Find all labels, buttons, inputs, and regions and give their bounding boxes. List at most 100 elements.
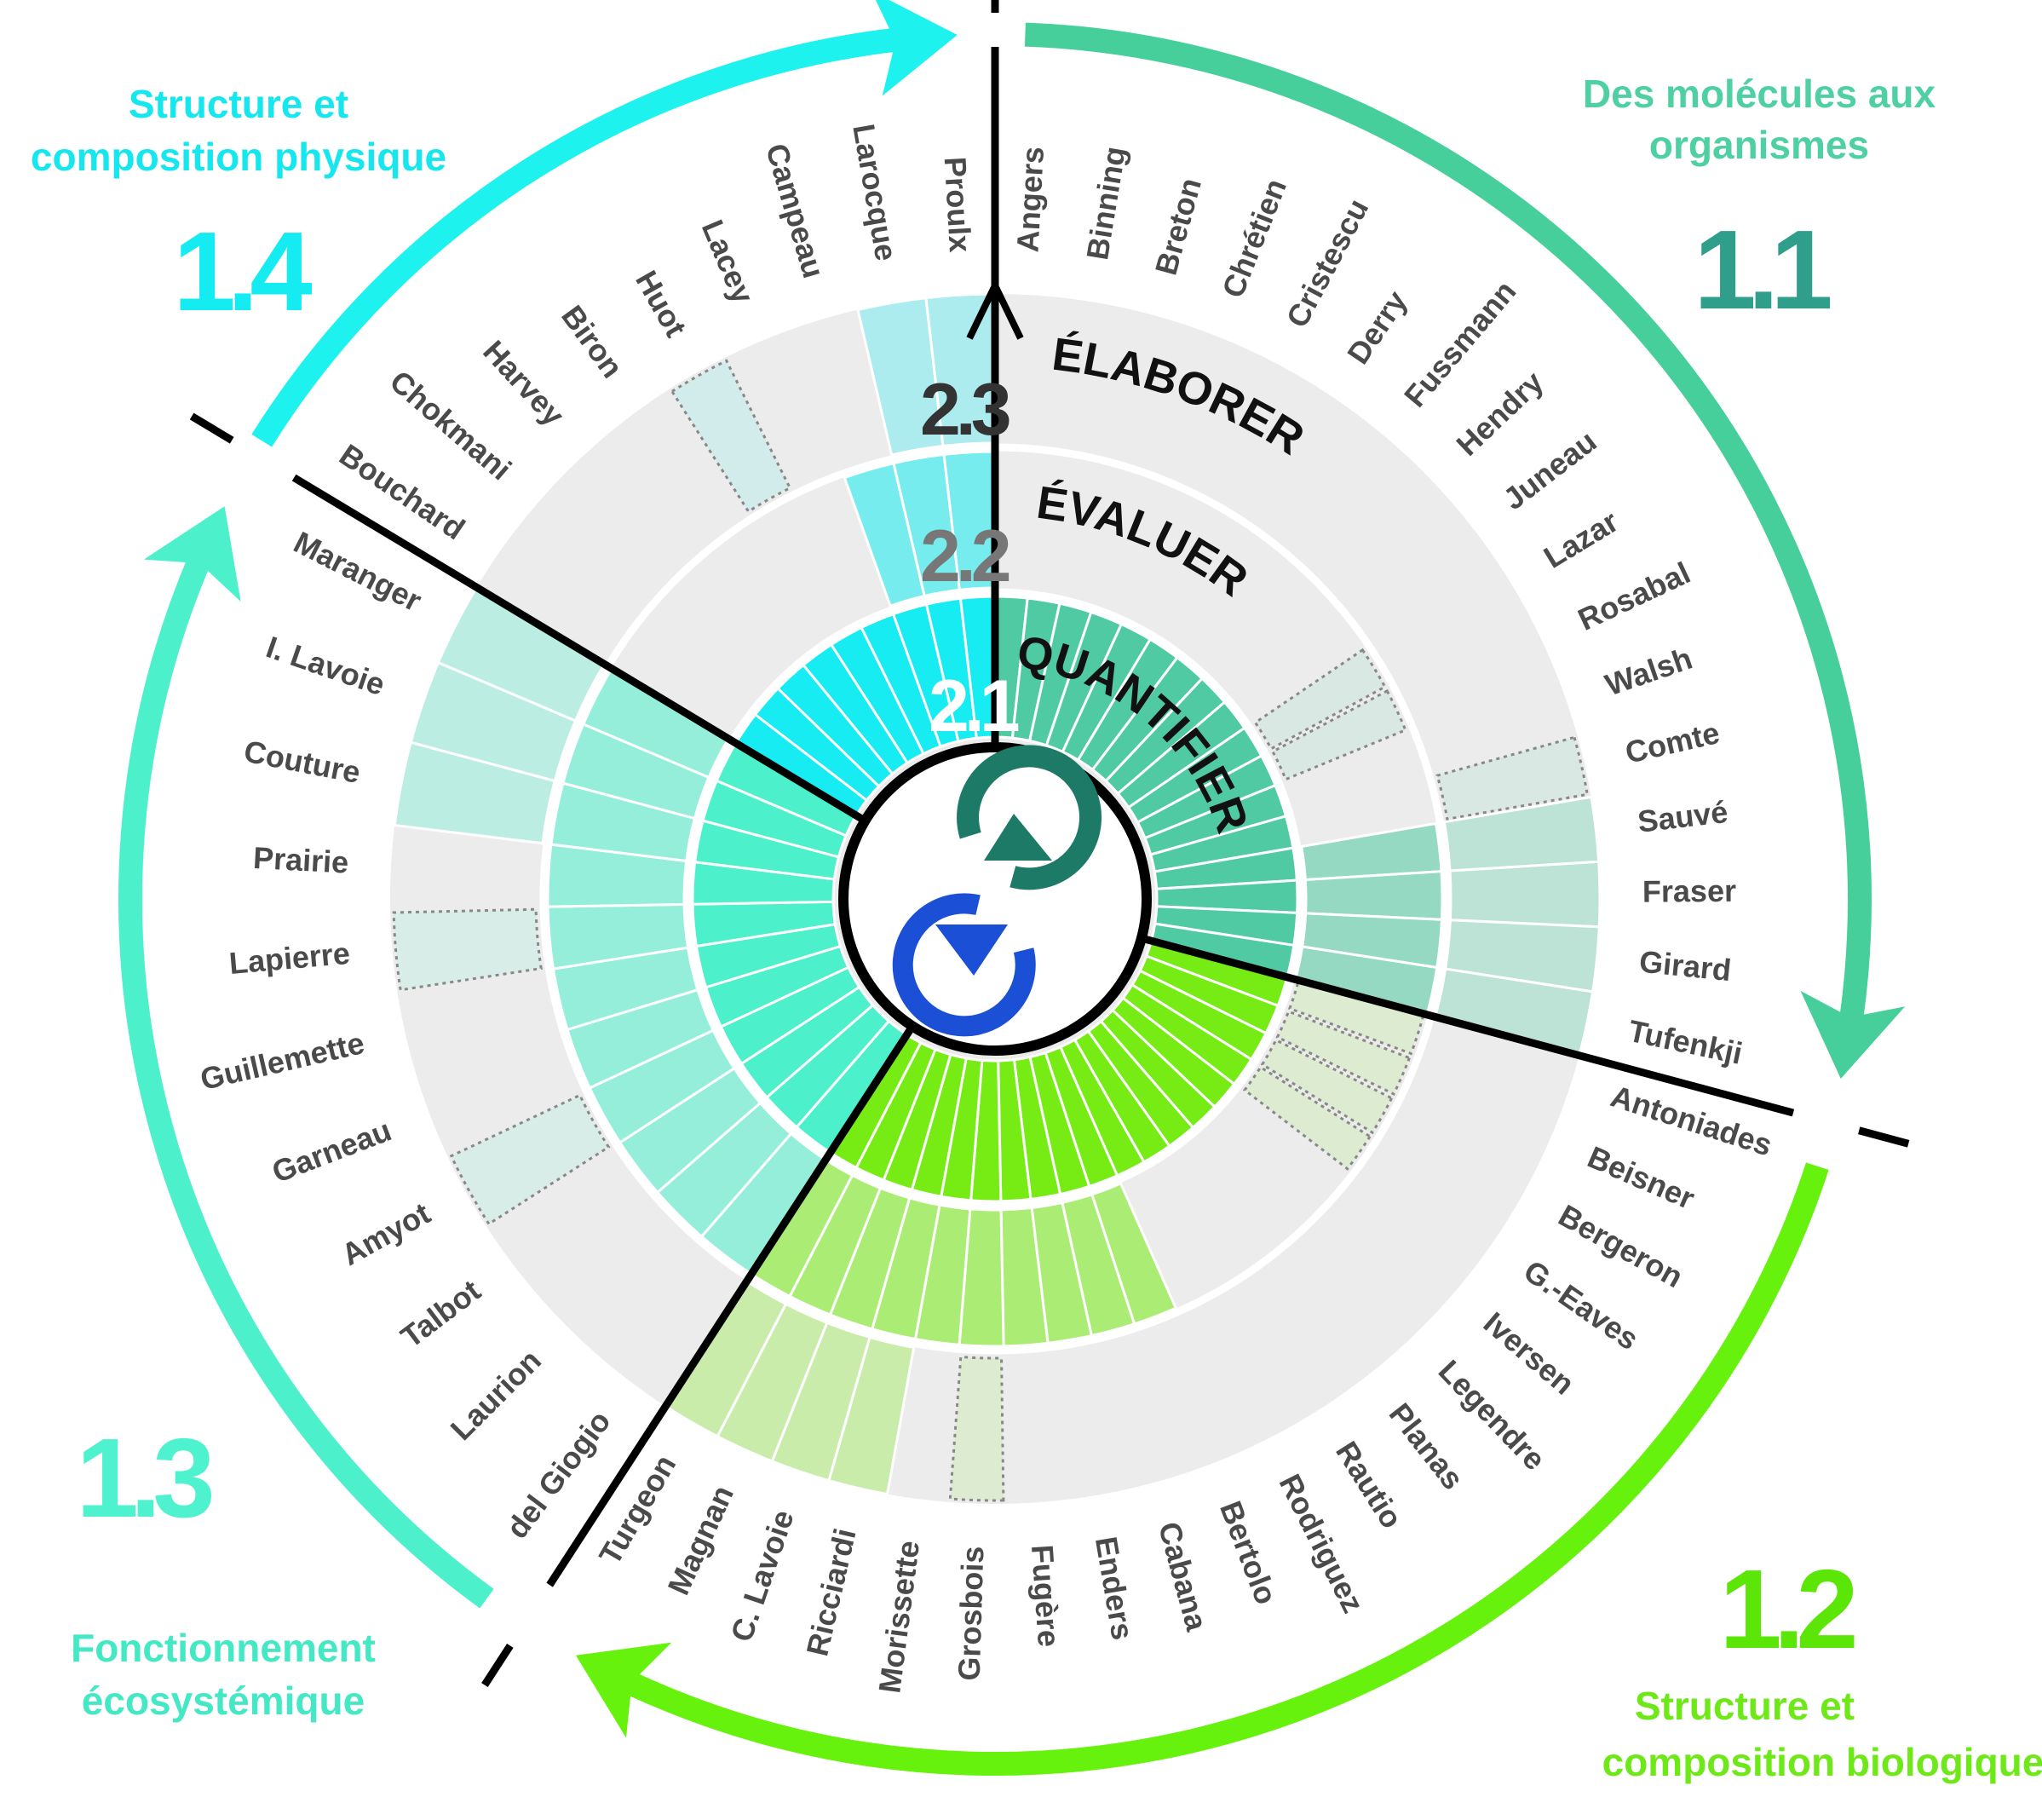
dotted-cell (1287, 980, 1425, 1056)
member-name: Amyot (336, 1195, 436, 1272)
member-name: I. Lavoie (262, 629, 389, 702)
member-name: Juneau (1497, 423, 1603, 516)
member-name: Morissette (871, 1539, 926, 1696)
theme-1-3-title-line1: Fonctionnement (71, 1626, 376, 1670)
member-name: Guillemette (197, 1025, 367, 1097)
member-name: Planas (1383, 1397, 1471, 1496)
dotted-cell (1435, 735, 1589, 821)
junction-tick (1858, 1126, 1910, 1148)
junction-tick (481, 1643, 514, 1687)
member-name: Bertolo (1213, 1496, 1284, 1609)
ring-number-2-3: 2.3 (920, 369, 1009, 451)
member-name: Lazar (1538, 504, 1625, 575)
dotted-cell (948, 1355, 1005, 1502)
member-name: Iversen (1477, 1305, 1581, 1402)
cycle-arrow-arc (251, 27, 899, 447)
theme-1-4-title-line1: Structure et (129, 82, 348, 126)
member-name: Lapierre (227, 936, 351, 981)
theme-1-1-title-line1: Des molécules aux (1583, 72, 1936, 116)
member-name: Bouchard (333, 437, 471, 547)
member-name: Rosabal (1573, 555, 1695, 637)
sector-divider-line (1140, 934, 1795, 1117)
member-name: Garneau (267, 1112, 396, 1189)
member-name: Cristescu (1280, 193, 1376, 333)
ring-number-2-1: 2.1 (929, 665, 1019, 747)
member-name: Magnan (660, 1480, 740, 1600)
member-name: Angers (1009, 146, 1050, 253)
member-name: C. Lavoie (723, 1506, 800, 1646)
junction-tick (189, 412, 234, 444)
member-name: Ricciardi (799, 1525, 862, 1659)
logo-teal-ring-icon (957, 745, 1102, 890)
member-name: Walsh (1601, 641, 1696, 703)
member-name: Tufenkji (1625, 1013, 1746, 1071)
cycle-arrow-arc (1024, 22, 1872, 1022)
theme-1-1-title-line2: organismes (1649, 123, 1869, 167)
sector-wedges (392, 292, 1602, 1502)
member-name: Comte (1622, 715, 1723, 770)
member-name: Girard (1637, 944, 1733, 988)
theme-1-3-title-line2: écosystémique (82, 1679, 365, 1723)
dotted-cell (1275, 1010, 1412, 1096)
member-name: Cabana (1152, 1518, 1215, 1635)
member-name: Hendry (1449, 365, 1550, 463)
sector-cell (1448, 860, 1602, 929)
center-logo (838, 742, 1152, 1056)
member-name: Fugère (1025, 1544, 1067, 1649)
member-name: Chokmani (383, 364, 518, 487)
cycle-arrow-head-icon (1800, 990, 1906, 1080)
member-name: Fraser (1642, 873, 1736, 909)
member-name: Beisner (1583, 1139, 1700, 1216)
member-name: Huot (629, 265, 693, 343)
member-name: Derry (1340, 285, 1414, 371)
dotted-cell (670, 359, 792, 514)
member-name: Breton (1148, 174, 1208, 279)
member-name: Proulx (938, 156, 978, 253)
theme-1-2-number: 1.2 (1719, 1546, 1855, 1672)
theme-1-1-number: 1.1 (1694, 207, 1830, 332)
logo-circle (838, 742, 1152, 1056)
member-name: Maranger (288, 524, 427, 618)
cycle-arrow-arc (118, 556, 494, 1609)
member-name: Turgeon (592, 1449, 682, 1570)
dotted-cell (1253, 648, 1387, 751)
member-name: Talbot (394, 1273, 487, 1355)
dotted-cell (449, 1093, 611, 1226)
member-name: Harvey (476, 333, 571, 432)
member-name: Larocque (846, 121, 904, 263)
dotted-cell (1242, 1065, 1372, 1171)
outer-cycle-arrows (118, 0, 1906, 1776)
dotted-cell (1260, 1038, 1394, 1135)
member-name: Prairie (252, 840, 349, 880)
theme-1-3-number: 1.3 (76, 1415, 211, 1541)
member-name: Lacey (695, 215, 762, 308)
member-name: Couture (241, 734, 363, 791)
cycle-arrow-arc (624, 1162, 1829, 1776)
member-name: Campeau (759, 140, 831, 282)
member-name: Enders (1089, 1534, 1141, 1642)
divider-arrow-icon (966, 277, 1024, 340)
sector-divider-line (291, 474, 867, 825)
member-name: Binning (1079, 144, 1132, 262)
theme-1-2-title-line2: composition biologique (1602, 1740, 2042, 1784)
member-name: Sauvé (1636, 794, 1729, 839)
sector-cell (1303, 870, 1444, 921)
sector-dividers (189, 0, 1910, 1687)
cycle-arrow-head-icon (143, 506, 241, 602)
cycle-arrow-head-icon (875, 0, 958, 96)
member-name: Biron (555, 299, 630, 384)
member-name: del Giogio (499, 1404, 618, 1545)
member-name: Chrétien (1215, 174, 1293, 302)
member-name: Rautio (1329, 1435, 1410, 1535)
dotted-cell (1270, 688, 1407, 781)
logo-blue-ring-icon (892, 893, 1036, 1037)
theme-1-4-number: 1.4 (173, 209, 312, 334)
member-name: Grosbois (952, 1546, 991, 1681)
theme-1-2-title-line1: Structure et (1635, 1684, 1855, 1728)
cycle-arrow-head-icon (575, 1642, 672, 1738)
dotted-cell (392, 907, 543, 992)
member-name: Antoniades (1607, 1079, 1776, 1163)
member-name: Laurion (444, 1343, 548, 1447)
sector-divider-line (546, 1023, 916, 1587)
